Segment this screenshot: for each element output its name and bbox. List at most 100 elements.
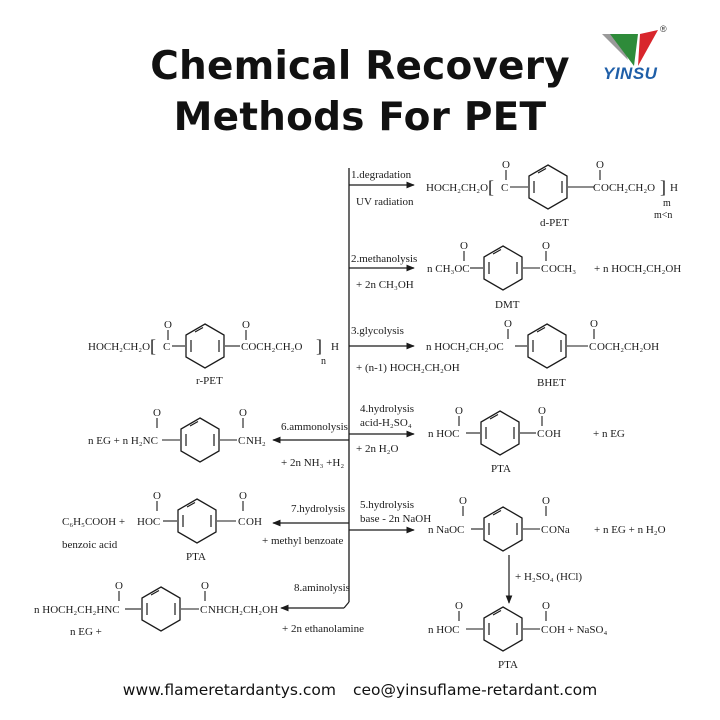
- footer-website-link[interactable]: www.flameretardantys.com: [122, 681, 336, 699]
- carbon-atom: C: [501, 182, 508, 194]
- route-condition: + 2n H₂O: [356, 443, 398, 455]
- product-left: n NaOC: [428, 524, 464, 536]
- product-left: HOC: [137, 516, 160, 528]
- logo-green-wing: [610, 34, 638, 66]
- route-condition: + 2n ethanolamine: [282, 623, 364, 635]
- route-8-aminolysis: 8.aminolysis + 2n ethanolamine O n HOCH₂…: [34, 580, 364, 638]
- product-name: PTA: [186, 551, 206, 563]
- reactant-name: r-PET: [196, 375, 223, 387]
- route-step: 5.hydrolysis: [360, 499, 414, 511]
- benzene-ring-icon: [180, 417, 220, 463]
- yinsu-logo-icon: [602, 30, 658, 66]
- carbonyl-o: O: [115, 580, 123, 592]
- byproduct: + n EG: [593, 428, 625, 440]
- benzene-ring-icon: [480, 410, 520, 456]
- route-4-acid-hydrolysis: 4.hydrolysis acid-H₂SO₄ + 2n H₂O O n HOC…: [349, 403, 625, 475]
- bracket-close: ]: [316, 336, 322, 356]
- brand-name: YINSU: [603, 64, 658, 83]
- final-product-name: PTA: [498, 659, 518, 671]
- carbon-atom: C: [541, 524, 548, 536]
- carbon-atom: C: [541, 263, 548, 275]
- route-6-ammonolysis: 6.ammonolysis + 2n NH₃ +H₂ O n EG + n H₂…: [88, 407, 349, 469]
- product-right: NHCH₂CH₂OH: [208, 604, 278, 616]
- route-1-degradation: 1.degradation UV radiation HOCH₂CH₂O [ O…: [349, 159, 678, 229]
- carbonyl-o: O: [239, 490, 247, 502]
- benzene-ring-icon: [483, 606, 523, 652]
- product-right: OH: [246, 516, 262, 528]
- route-3-glycolysis: 3.glycolysis + (n-1) HOCH₂CH₂OH O n HOCH…: [349, 318, 659, 389]
- carbonyl-o: O: [153, 490, 161, 502]
- route-step: 3.glycolysis: [351, 325, 404, 337]
- reaction-scheme: HOCH₂CH₂O [ O C O COCH₂CH₂O ] n H r-PET …: [34, 159, 681, 671]
- footer-contact: www.flameretardantys.com ceo@yinsuflame-…: [0, 681, 720, 699]
- product-left: n CH₃OC: [427, 263, 470, 275]
- product-right: OCH₂CH₂OH: [597, 341, 659, 353]
- bracket-open: [: [150, 336, 156, 356]
- route-step: 4.hydrolysis: [360, 403, 414, 415]
- product-subscript: m: [663, 198, 671, 209]
- route-elbow: [343, 601, 350, 609]
- product-right: OCH₃: [549, 263, 576, 275]
- carbonyl-o: O: [459, 495, 467, 507]
- product-right: OH: [545, 428, 561, 440]
- carbonyl-o: O: [596, 159, 604, 171]
- route-7-hydrolysis: 7.hydrolysis + methyl benzoate C₆H₅COOH …: [62, 490, 349, 563]
- route-step: 1.degradation: [351, 169, 412, 181]
- carbon-atom: C: [537, 428, 544, 440]
- carbonyl-o: O: [542, 600, 550, 612]
- reactant-formula-right: COCH₂CH₂O: [241, 341, 303, 353]
- product-note: m<n: [654, 210, 672, 221]
- route-step-detail: acid-H₂SO₄: [360, 417, 412, 429]
- bracket-close: ]: [660, 177, 666, 197]
- carbonyl-o: O: [538, 405, 546, 417]
- carbon-atom: C: [200, 604, 207, 616]
- benzene-ring-icon: [177, 498, 217, 544]
- route-condition: UV radiation: [356, 196, 414, 208]
- carbonyl-o: O: [239, 407, 247, 419]
- route-step: 8.aminolysis: [294, 582, 350, 594]
- byproduct: + n EG + n H₂O: [594, 524, 666, 536]
- carbonyl-o: O: [164, 319, 172, 331]
- carbonyl-o: O: [502, 159, 510, 171]
- benzene-ring-icon: [528, 164, 568, 210]
- product-name: PTA: [491, 463, 511, 475]
- benzene-ring-icon: [527, 323, 567, 369]
- carbonyl-o: O: [242, 319, 250, 331]
- logo-red-wing: [638, 30, 658, 66]
- product-name: BHET: [537, 377, 566, 389]
- carbon-atom: C: [238, 435, 245, 447]
- carbon-atom: C: [238, 516, 245, 528]
- benzene-ring-icon: [185, 323, 225, 369]
- registered-mark: ®: [660, 24, 667, 34]
- route-step: 2.methanolysis: [351, 253, 417, 265]
- extra-reactant-name: benzoic acid: [62, 539, 118, 551]
- page-title-line-1: Chemical Recovery: [150, 44, 570, 89]
- carbonyl-o: O: [460, 240, 468, 252]
- product-right: NH₂: [246, 435, 266, 447]
- byproduct: + n HOCH₂CH₂OH: [594, 263, 681, 275]
- carbonyl-o: O: [201, 580, 209, 592]
- carbonyl-o: O: [153, 407, 161, 419]
- carbonyl-o: O: [542, 240, 550, 252]
- acidify-condition: + H₂SO₄ (HCl): [515, 571, 582, 583]
- product-name: DMT: [495, 299, 520, 311]
- reactant-formula-left: HOCH₂CH₂O: [88, 341, 150, 353]
- product-left: HOCH₂CH₂O: [426, 182, 488, 194]
- footer-email-link[interactable]: ceo@yinsuflame-retardant.com: [352, 681, 598, 699]
- carbonyl-o: O: [590, 318, 598, 330]
- carbonyl-o: O: [542, 495, 550, 507]
- route-step: 7.hydrolysis: [291, 503, 345, 515]
- route-step-detail: base - 2n NaOH: [360, 513, 431, 525]
- route-condition: + methyl benzoate: [262, 535, 343, 547]
- bracket-open: [: [488, 177, 494, 197]
- benzene-ring-icon: [141, 586, 181, 632]
- product-left: n HOC: [428, 428, 459, 440]
- reactant-end-group: H: [331, 341, 339, 353]
- carbon-atom: C: [593, 182, 600, 194]
- benzene-ring-icon: [483, 506, 523, 552]
- page-title-line-2: Methods For PET: [173, 95, 547, 140]
- route-condition: + (n-1) HOCH₂CH₂OH: [356, 362, 460, 374]
- route-condition: + 2n CH₃OH: [356, 279, 414, 291]
- product-right: OCH₂CH₂O: [601, 182, 655, 194]
- product-left: n HOCH₂CH₂OC: [426, 341, 504, 353]
